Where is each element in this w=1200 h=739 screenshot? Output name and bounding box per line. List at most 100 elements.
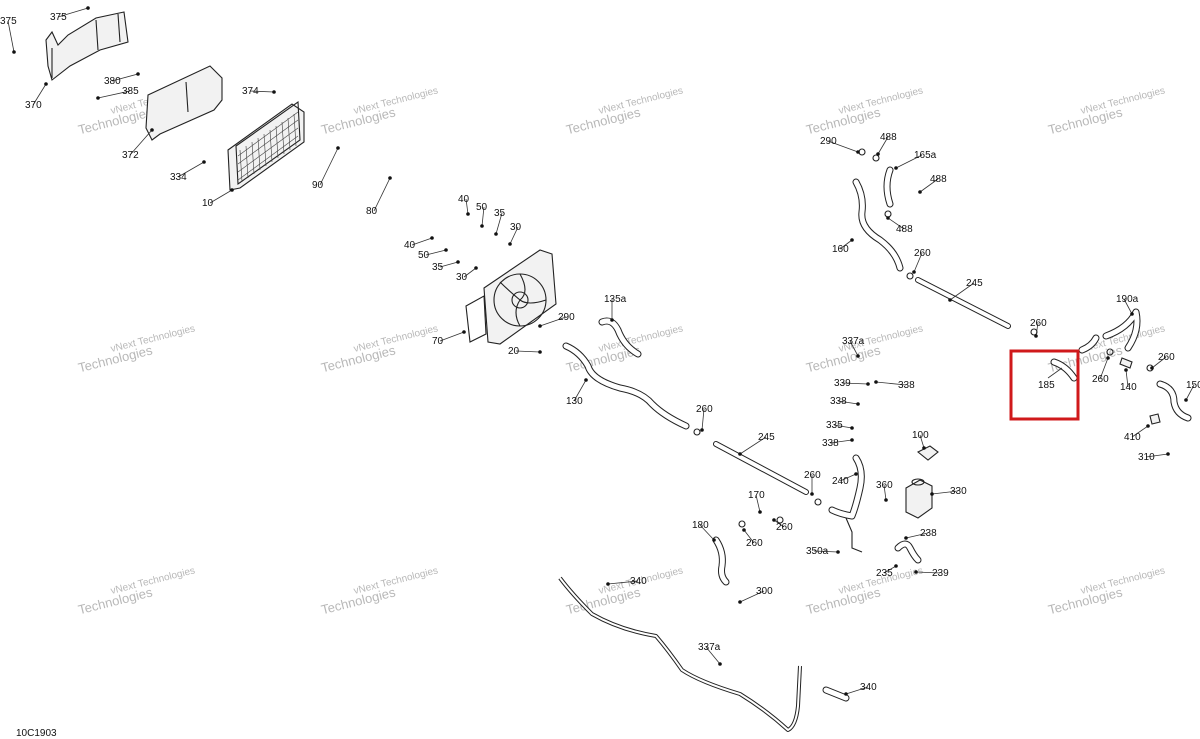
part-callout-label: 370 bbox=[25, 100, 42, 111]
watermark-text: vNext TechnologiesTechnologies bbox=[563, 85, 687, 137]
leader-line bbox=[913, 252, 923, 273]
leader-endpoint bbox=[1124, 368, 1128, 372]
part-callout-label: 35 bbox=[432, 262, 444, 273]
leader-line bbox=[32, 83, 47, 106]
leader-endpoint bbox=[856, 402, 860, 406]
part-callout-label: 380 bbox=[104, 76, 121, 87]
leader-endpoint bbox=[1166, 452, 1170, 456]
part-callout-label: 90 bbox=[312, 180, 324, 191]
hose-135a bbox=[598, 317, 642, 358]
leader-line bbox=[411, 237, 433, 246]
leader-line bbox=[849, 340, 859, 357]
leader-line bbox=[773, 519, 785, 528]
leader-endpoint bbox=[912, 270, 916, 274]
leader-endpoint bbox=[272, 90, 276, 94]
part-callout-label: 260 bbox=[746, 538, 763, 549]
leader-endpoint bbox=[444, 248, 448, 252]
hose-235 bbox=[894, 540, 922, 564]
part-callout-label: 70 bbox=[432, 336, 444, 347]
leader-line bbox=[919, 434, 925, 449]
leader-line bbox=[111, 73, 139, 82]
leader-line bbox=[1125, 369, 1129, 388]
hose-185 bbox=[1050, 334, 1100, 382]
deflector-panel-ribs bbox=[51, 13, 121, 78]
part-callout-label: 375 bbox=[50, 12, 67, 23]
hose-160 bbox=[852, 178, 904, 272]
leader-endpoint bbox=[456, 260, 460, 264]
leader-line bbox=[465, 198, 469, 215]
leader-line bbox=[699, 524, 715, 541]
part-callout-label: 260 bbox=[914, 248, 931, 259]
leader-line bbox=[701, 408, 705, 431]
leader-endpoint bbox=[854, 472, 858, 476]
leader-endpoint bbox=[914, 570, 918, 574]
pipe-337a bbox=[558, 576, 802, 732]
watermark-text: vNext TechnologiesTechnologies bbox=[75, 565, 199, 617]
part-callout-label: 50 bbox=[418, 250, 430, 261]
part-callout-label: 290 bbox=[820, 136, 837, 147]
leader-line bbox=[1185, 384, 1195, 401]
leader-endpoint bbox=[388, 176, 392, 180]
part-callout-label: 260 bbox=[1030, 318, 1047, 329]
clamps bbox=[693, 148, 1154, 528]
leader-endpoint bbox=[430, 236, 434, 240]
leader-line bbox=[249, 90, 275, 93]
leader-line bbox=[439, 261, 459, 268]
part-callout-label: 410 bbox=[1124, 432, 1141, 443]
bracket-350a bbox=[845, 517, 863, 553]
leader-endpoint bbox=[718, 662, 722, 666]
part-callout-label: 235 bbox=[876, 568, 893, 579]
part-callout-label: 260 bbox=[696, 404, 713, 415]
leader-line bbox=[827, 140, 859, 153]
leader-line bbox=[829, 439, 853, 444]
leader-endpoint bbox=[1130, 312, 1134, 316]
part-callout-label: 245 bbox=[758, 432, 775, 443]
part-callout-label: 372 bbox=[122, 150, 139, 161]
part-callout-label: 488 bbox=[930, 174, 947, 185]
leader-endpoint bbox=[1184, 398, 1188, 402]
leader-line bbox=[919, 178, 939, 193]
leader-endpoint bbox=[12, 50, 16, 54]
part-callout-label: 260 bbox=[776, 522, 793, 533]
leader-endpoint bbox=[886, 216, 890, 220]
watermark-text: vNext TechnologiesTechnologies bbox=[75, 323, 199, 375]
part-callout-label: 488 bbox=[880, 132, 897, 143]
watermark-text: vNext TechnologiesTechnologies bbox=[563, 565, 687, 617]
leader-endpoint bbox=[462, 330, 466, 334]
leader-endpoint bbox=[850, 438, 854, 442]
leader-line bbox=[739, 590, 765, 603]
leader-line bbox=[839, 473, 857, 482]
leader-line bbox=[813, 550, 839, 553]
leader-line bbox=[837, 400, 859, 405]
part-callout-label: 260 bbox=[1158, 352, 1175, 363]
leader-line bbox=[57, 7, 89, 18]
part-callout-label: 190a bbox=[1116, 294, 1139, 305]
part-callout-label: 337a bbox=[842, 336, 865, 347]
leader-endpoint bbox=[538, 324, 542, 328]
leader-line bbox=[839, 239, 853, 250]
hose-150 bbox=[1156, 380, 1192, 422]
callout-layer: 3753753703803853723743341090804050353040… bbox=[0, 6, 1200, 696]
part-callout-label: 330 bbox=[950, 486, 967, 497]
leader-line bbox=[481, 206, 485, 227]
leader-line bbox=[883, 565, 897, 574]
leader-endpoint bbox=[738, 600, 742, 604]
watermark-text: vNext TechnologiesTechnologies bbox=[318, 565, 442, 617]
part-callout-label: 130 bbox=[566, 396, 583, 407]
part-callout-label: 488 bbox=[896, 224, 913, 235]
part-callout-label: 100 bbox=[912, 430, 929, 441]
leader-line bbox=[895, 154, 923, 169]
leader-endpoint bbox=[866, 382, 870, 386]
part-callout-label: 340 bbox=[630, 576, 647, 587]
leader-endpoint bbox=[466, 212, 470, 216]
leader-endpoint bbox=[494, 232, 498, 236]
leader-line bbox=[319, 147, 339, 186]
air-guide-fold bbox=[185, 81, 189, 113]
part-callout-label: 374 bbox=[242, 86, 259, 97]
leader-endpoint bbox=[810, 492, 814, 496]
leader-endpoint bbox=[884, 498, 888, 502]
part-callout-label: 338 bbox=[898, 380, 915, 391]
part-callout-label: 10 bbox=[202, 198, 214, 209]
part-callout-label: 338 bbox=[830, 396, 847, 407]
leader-line bbox=[905, 532, 929, 539]
